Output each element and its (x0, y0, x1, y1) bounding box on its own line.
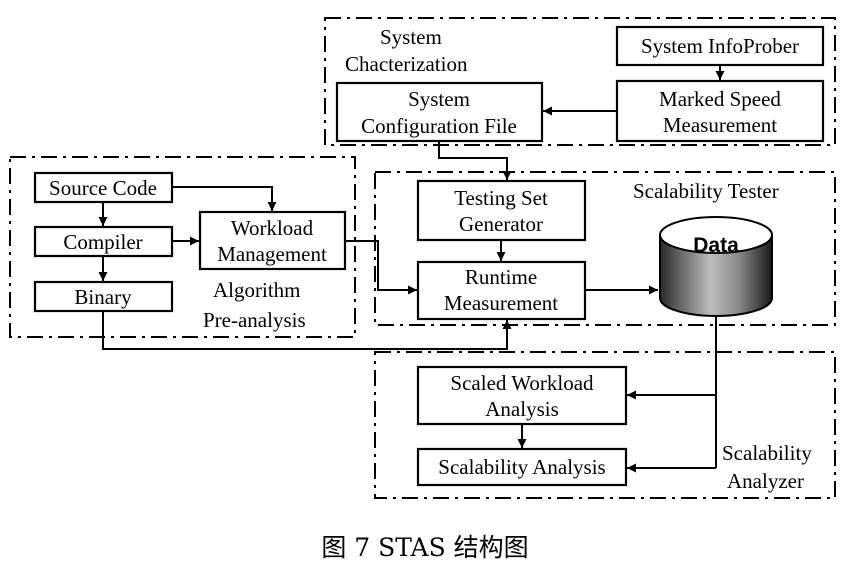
connectors (98, 65, 725, 473)
arrow-config-to-testing-set (438, 141, 512, 180)
data-database-icon: Data (659, 216, 773, 317)
system-characterization-label-2: Chacterization (345, 52, 468, 76)
scaled-workload-label-1: Scaled Workload (450, 371, 594, 395)
system-config-file-box (335, 81, 544, 143)
system-characterization-label-1: System (380, 25, 442, 49)
binary-label: Binary (74, 285, 132, 309)
scalability-analyzer-group (374, 351, 836, 499)
runtime-measurement-box (416, 260, 587, 321)
scaled-workload-label-2: Analysis (485, 397, 559, 421)
arrow-source-to-workload (172, 186, 277, 211)
system-characterization-group (324, 17, 836, 146)
arrow-workload-to-runtime (345, 240, 417, 295)
system-config-file-label-2: Configuration File (361, 114, 517, 138)
scalability-analysis-box (416, 447, 628, 487)
workload-management-label-1: Workload (231, 216, 314, 240)
runtime-measurement-label-2: Measurement (444, 291, 558, 315)
scalability-analysis-label: Scalability Analysis (438, 455, 605, 479)
scalability-tester-label: Scalability Tester (633, 179, 779, 203)
compiler-label: Compiler (63, 230, 142, 254)
database-label: Data (693, 234, 739, 257)
runtime-measurement-label-1: Runtime (465, 265, 537, 289)
figure-caption: 图 7 STAS 结构图 (321, 533, 528, 562)
workload-management-box (198, 210, 347, 271)
algorithm-preanalysis-group (9, 156, 356, 338)
marked-speed-label-1: Marked Speed (659, 87, 781, 111)
algorithm-preanalysis-label-1: Algorithm (213, 278, 301, 302)
testing-set-generator-label-1: Testing Set (454, 186, 548, 210)
system-config-file-label-1: System (408, 87, 470, 111)
arrow-binary-to-runtime (102, 311, 512, 350)
workload-management-label-2: Management (217, 242, 327, 266)
testing-set-generator-label-2: Generator (459, 212, 543, 236)
scalability-tester-group (374, 171, 836, 326)
system-infoprober-label: System InfoProber (641, 34, 799, 58)
marked-speed-label-2: Measurement (663, 113, 777, 137)
scalability-analyzer-label-2: Analyzer (727, 469, 804, 493)
marked-speed-box (615, 79, 825, 143)
scalability-analyzer-label-1: Scalability (722, 441, 812, 465)
algorithm-preanalysis-label-2: Pre-analysis (203, 308, 306, 332)
source-code-label: Source Code (49, 176, 157, 200)
